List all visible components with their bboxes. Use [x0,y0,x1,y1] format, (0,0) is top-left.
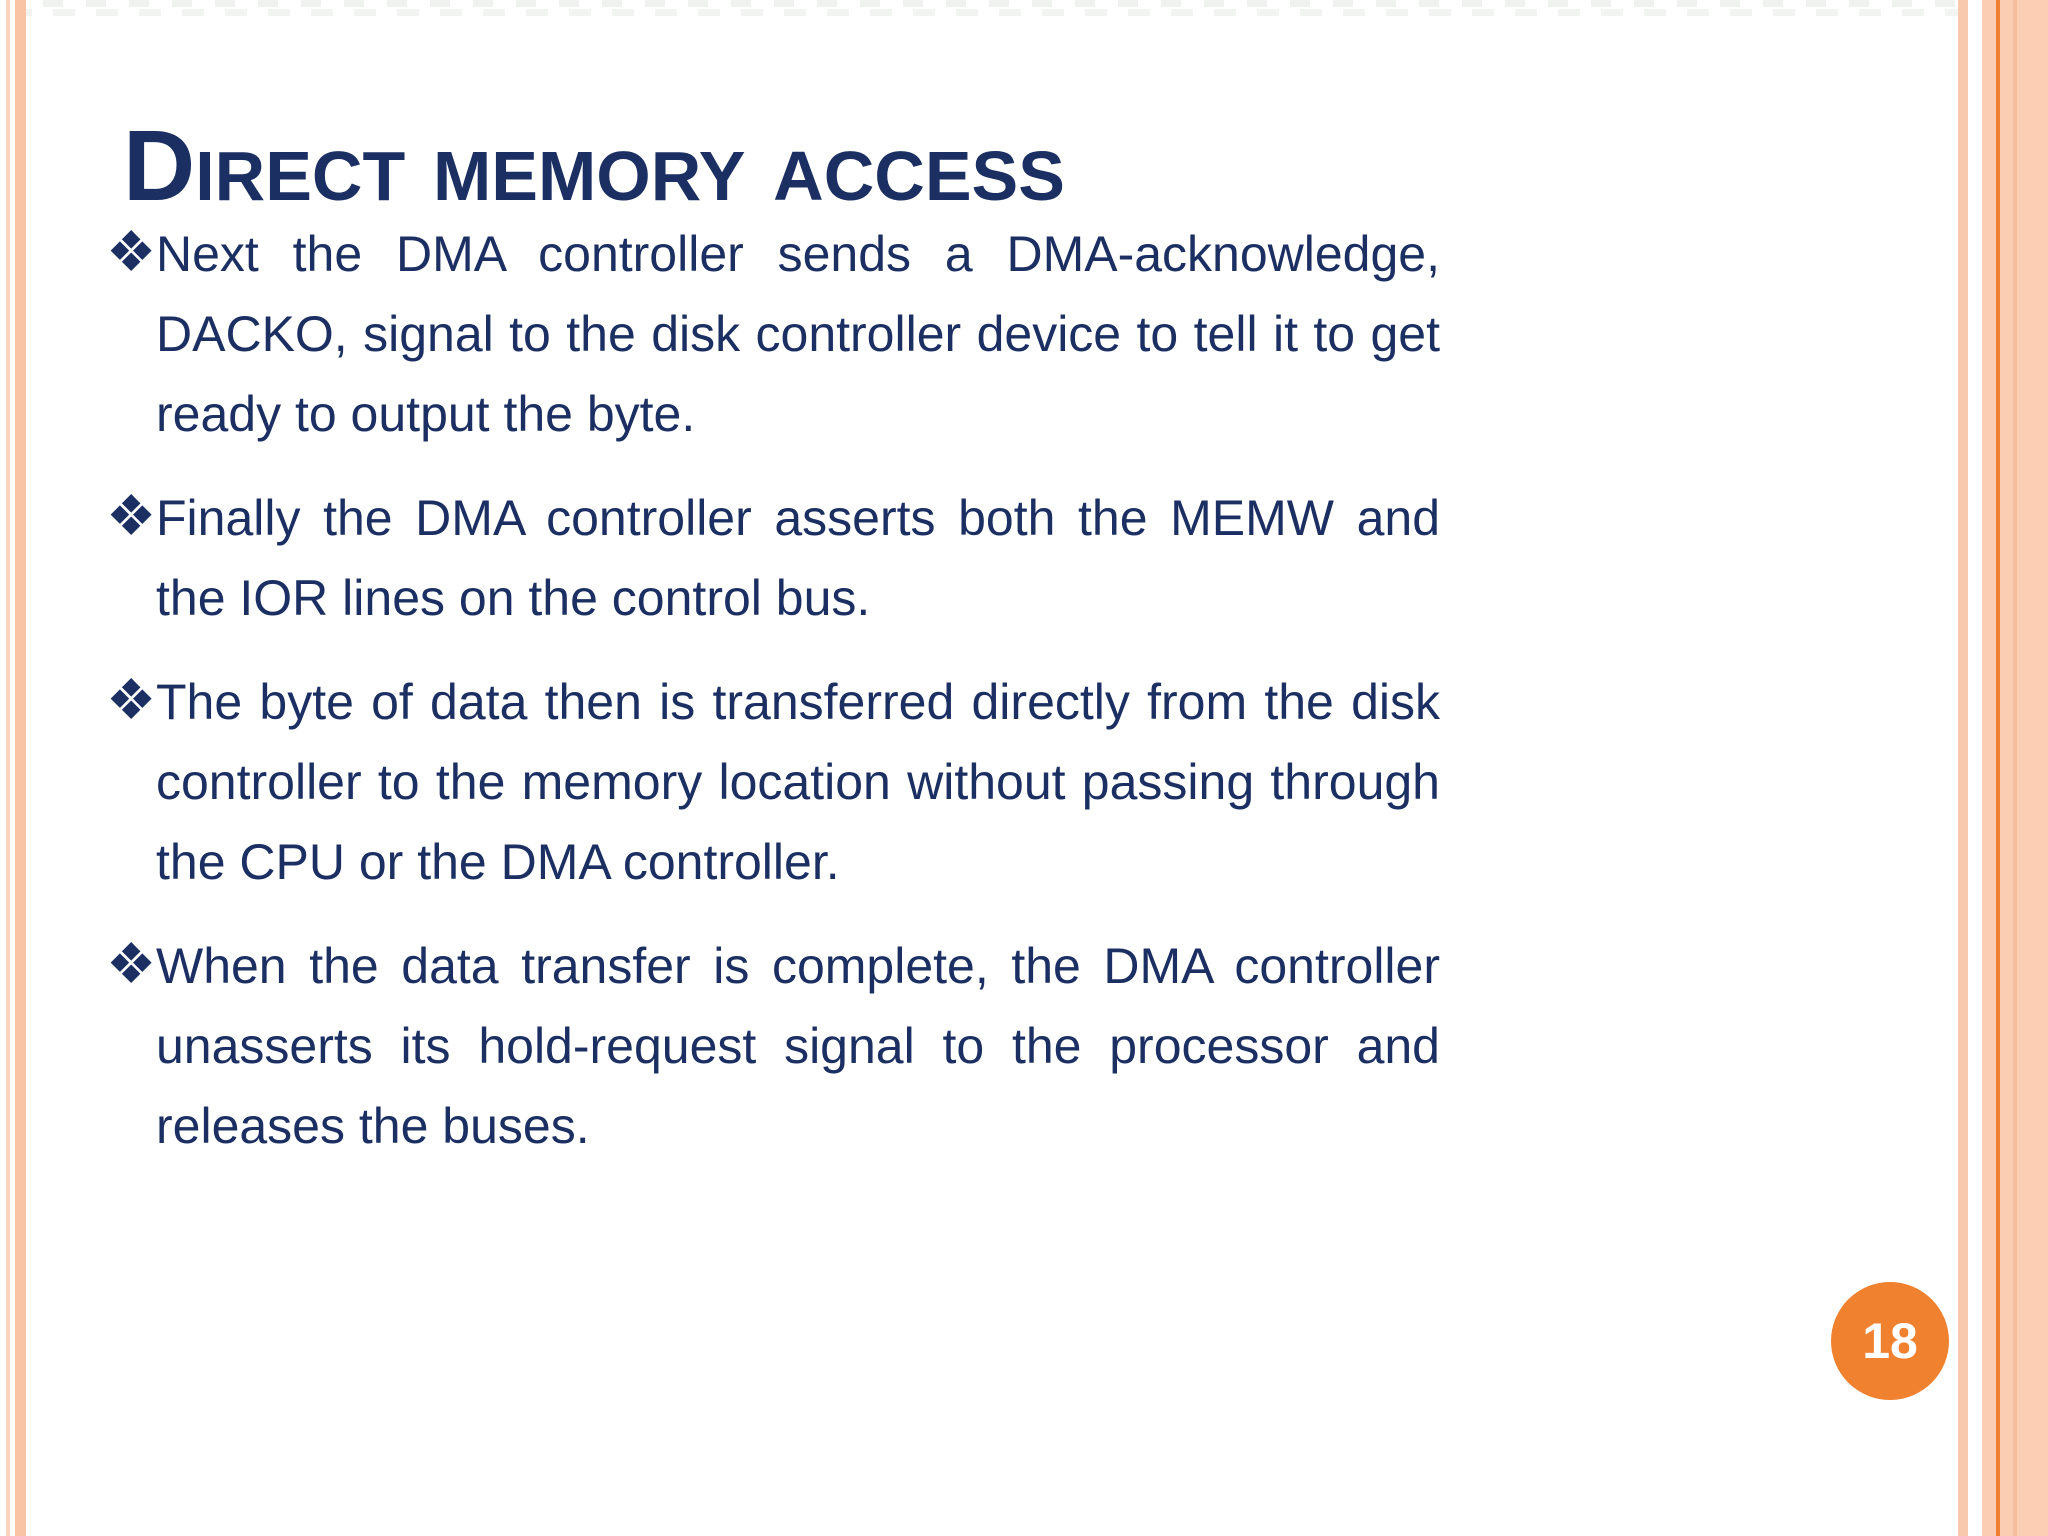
diamond-bullet-icon: ❖ [106,484,157,547]
right-striped-border [1958,0,2048,1536]
bullet-text: Finally the DMA controller asserts both … [156,490,1440,626]
top-dashed-decoration [0,0,2048,18]
diamond-bullet-icon: ❖ [106,668,157,731]
bullet-list: ❖Next the DMA controller sends a DMA-ack… [106,212,1440,1188]
page-number: 18 [1862,1313,1918,1369]
page-number-badge: 18 [1831,1282,1949,1400]
slide-title: Direct memory access [123,110,1065,222]
bullet-item-2: ❖Finally the DMA controller asserts both… [106,476,1440,638]
left-striped-border [0,0,26,1536]
diamond-bullet-icon: ❖ [106,932,157,995]
bullet-item-3: ❖The byte of data then is transferred di… [106,660,1440,902]
bullet-text: When the data transfer is complete, the … [156,938,1440,1154]
bullet-item-4: ❖When the data transfer is complete, the… [106,924,1440,1166]
bullet-text: Next the DMA controller sends a DMA-ackn… [156,226,1440,442]
diamond-bullet-icon: ❖ [106,220,157,283]
bullet-text: The byte of data then is transferred dir… [156,674,1440,890]
bullet-item-1: ❖Next the DMA controller sends a DMA-ack… [106,212,1440,454]
